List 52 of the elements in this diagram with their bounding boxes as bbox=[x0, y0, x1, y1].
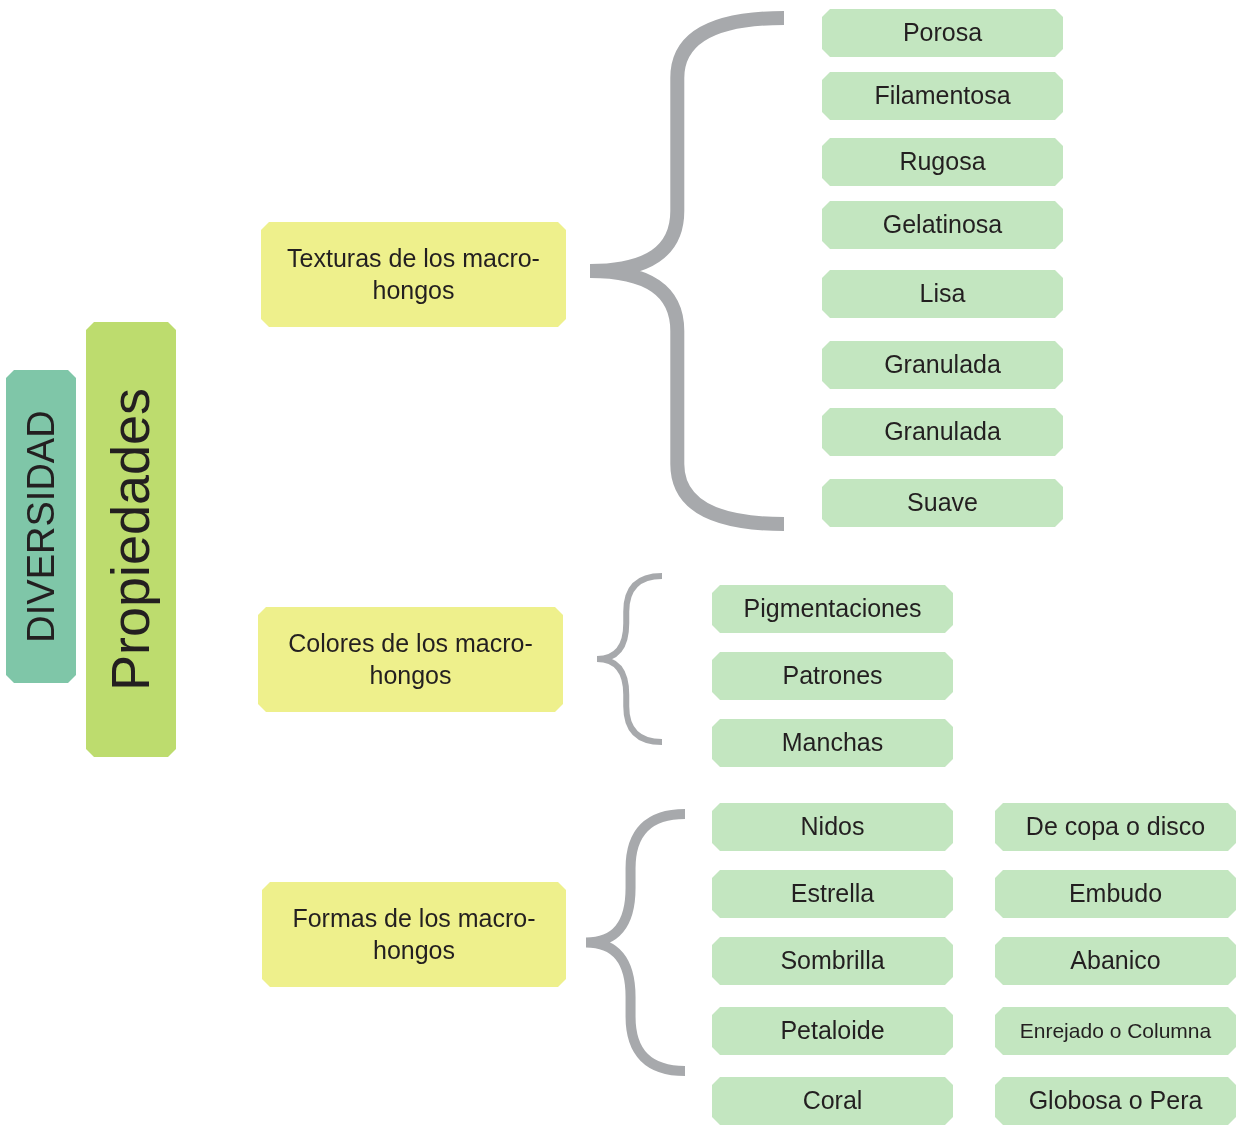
item-label: Rugosa bbox=[899, 146, 986, 178]
item-label: Embudo bbox=[1068, 878, 1163, 910]
item-box bbox=[712, 719, 953, 767]
item-box bbox=[822, 341, 1063, 389]
item-box bbox=[995, 1007, 1236, 1055]
item-label: Globosa o Pera bbox=[1028, 1085, 1203, 1117]
category-label: Colores de los macro-hongos bbox=[287, 628, 534, 691]
item-box bbox=[995, 1077, 1236, 1125]
item-label: Sombrilla bbox=[780, 945, 885, 977]
item-box bbox=[712, 870, 953, 918]
item-box bbox=[712, 652, 953, 700]
item-label: Suave bbox=[907, 487, 978, 519]
item-label: Enrejado o Columna bbox=[1019, 1017, 1212, 1044]
item-box bbox=[712, 585, 953, 633]
item-label: Filamentosa bbox=[874, 80, 1011, 112]
item-label: Estrella bbox=[790, 878, 875, 910]
item-box bbox=[995, 870, 1236, 918]
item-label: Nidos bbox=[800, 811, 865, 843]
item-label: De copa o disco bbox=[1025, 811, 1206, 843]
item-box bbox=[822, 270, 1063, 318]
item-label: Granulada bbox=[884, 416, 1001, 448]
item-box bbox=[822, 201, 1063, 249]
category-label: Texturas de los macro-hongos bbox=[286, 243, 541, 306]
title-box bbox=[6, 370, 76, 683]
item-box bbox=[822, 408, 1063, 456]
item-label: Gelatinosa bbox=[882, 209, 1003, 241]
item-label: Patrones bbox=[782, 660, 883, 692]
category-box bbox=[262, 882, 566, 987]
item-label: Granulada bbox=[884, 349, 1001, 381]
item-label: Coral bbox=[802, 1085, 863, 1117]
item-box bbox=[995, 803, 1236, 851]
item-label: Petaloide bbox=[780, 1015, 885, 1047]
category-box bbox=[261, 222, 566, 327]
item-label: Abanico bbox=[1070, 945, 1161, 977]
item-label: Pigmentaciones bbox=[743, 593, 922, 625]
item-box bbox=[995, 937, 1236, 985]
title-text: Propiedades bbox=[99, 387, 162, 692]
item-label: Porosa bbox=[902, 17, 983, 49]
item-label: Manchas bbox=[781, 727, 884, 759]
item-label: Lisa bbox=[919, 278, 966, 310]
category-label: Formas de los macro-hongos bbox=[291, 903, 537, 966]
item-box bbox=[712, 937, 953, 985]
item-box bbox=[712, 803, 953, 851]
item-box bbox=[822, 479, 1063, 527]
category-box bbox=[258, 607, 563, 712]
title-text: DIVERSIDAD bbox=[18, 410, 63, 643]
item-box bbox=[712, 1007, 953, 1055]
item-box bbox=[712, 1077, 953, 1125]
item-box bbox=[822, 72, 1063, 120]
item-box bbox=[822, 9, 1063, 57]
title-box bbox=[86, 322, 176, 757]
item-box bbox=[822, 138, 1063, 186]
